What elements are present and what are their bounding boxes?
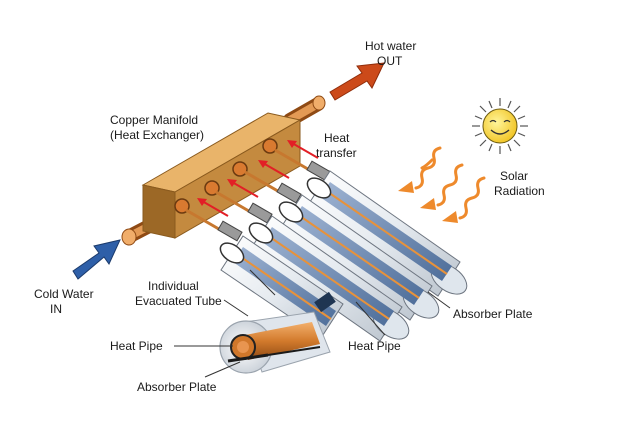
text-labels: Hot water OUT Copper Manifold (Heat Exch… (34, 39, 545, 394)
heat-pipe-label-right: Heat Pipe (348, 339, 401, 353)
manifold-label-line2: (Heat Exchanger) (110, 128, 204, 142)
absorber-plate-label-right: Absorber Plate (453, 307, 533, 321)
cold-water-label-line1: Cold Water (34, 287, 94, 301)
manifold-ports (174, 138, 278, 214)
evacuated-tube-2 (215, 190, 410, 342)
manifold-label-line1: Copper Manifold (110, 113, 198, 127)
pointer-lines (174, 269, 451, 378)
evacuated-tube-label-line2: Evacuated Tube (135, 294, 222, 308)
evacuated-tube-label-line1: Individual (148, 279, 199, 293)
heat-transfer-arrow-icon (287, 140, 319, 159)
solar-label-line2: Radiation (494, 184, 545, 198)
tube-cross-section (219, 311, 331, 374)
evacuated-tube-3 (244, 170, 440, 321)
radiation-wave-icon (398, 146, 442, 193)
heat-transfer-arrow-icon (258, 160, 290, 179)
heat-transfer-label-line2: transfer (316, 146, 357, 160)
absorber-plate-label-bottom: Absorber Plate (137, 380, 217, 394)
cold-water-arrow-icon (72, 239, 121, 280)
heat-pipe-label-left: Heat Pipe (110, 339, 163, 353)
radiation-wave-icon (420, 163, 464, 210)
solar-radiation-waves (398, 146, 486, 223)
hot-water-label-line1: Hot water (365, 39, 416, 53)
heat-transfer-arrows (197, 140, 319, 217)
evacuated-tube-4 (274, 148, 468, 297)
cold-water-label-line2: IN (50, 302, 62, 316)
radiation-wave-icon (442, 176, 486, 223)
heat-transfer-label-line1: Heat (324, 131, 350, 145)
hot-water-label-line2: OUT (377, 54, 403, 68)
hot-water-arrow-icon (329, 62, 385, 101)
sun-icon (472, 98, 528, 154)
heat-transfer-arrow-icon (227, 179, 259, 198)
heat-transfer-arrow-icon (197, 198, 229, 217)
outlet-pipe (283, 95, 326, 127)
solar-label-line1: Solar (500, 169, 528, 183)
